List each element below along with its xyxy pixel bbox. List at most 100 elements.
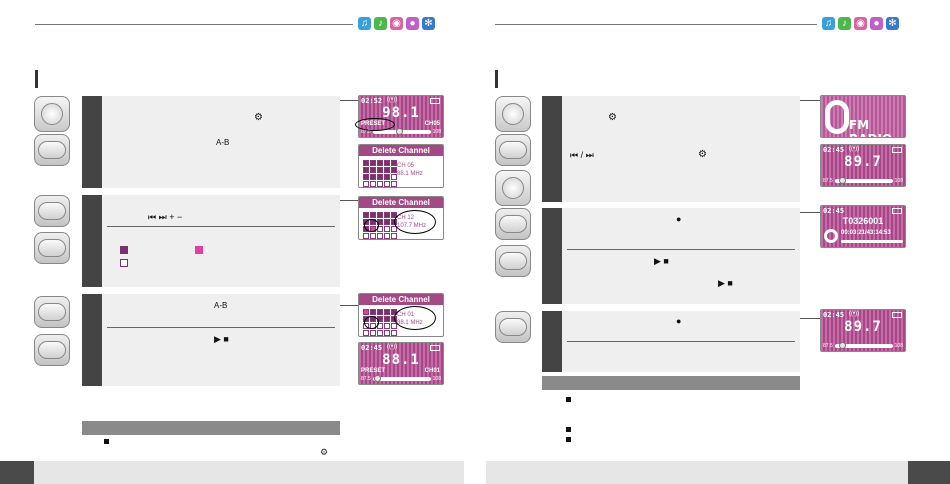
recording-elapsed: 00:03:21/43:14:53	[841, 230, 891, 236]
legend-empty-square	[120, 259, 128, 267]
record-disc-icon: ◉	[390, 17, 403, 30]
signal-icon: ((•))	[387, 344, 398, 350]
settings-icon: ⚙	[254, 112, 263, 123]
dialog-title: Delete Channel	[359, 145, 443, 156]
connector	[800, 100, 820, 101]
footer-right	[486, 461, 908, 484]
channel-grid	[363, 160, 397, 187]
microphone-icon: ●	[406, 17, 419, 30]
section-marker-left	[35, 70, 38, 88]
gear-icon: ✻	[422, 17, 435, 30]
note-bullet	[104, 439, 109, 444]
play-stop-button[interactable]	[34, 334, 70, 366]
highlight-ellipse	[394, 306, 436, 330]
battery-icon	[430, 98, 440, 104]
battery-icon	[892, 208, 902, 214]
navigation-button[interactable]	[34, 195, 70, 227]
gear-icon: ✻	[886, 17, 899, 30]
footer-left	[34, 461, 464, 484]
menu-button-2[interactable]	[495, 170, 531, 206]
ab-button[interactable]	[34, 134, 70, 166]
note-bullet	[566, 397, 571, 402]
navigation-button[interactable]	[495, 134, 531, 166]
step-1-panel-right: ⚙ ⏮ / ⏭ ⚙	[542, 96, 800, 202]
dialog-title: Delete Channel	[359, 197, 443, 208]
header-icons-left: ♫ ♪ ◉ ● ✻	[358, 17, 435, 30]
step-2-button-glyphs: ⏮ ⏭ + −	[148, 212, 183, 222]
recording-filename: T0326001	[842, 216, 884, 226]
record-disc-icon: ◉	[854, 17, 867, 30]
record-disc-icon	[824, 229, 838, 243]
radio-screen-98-1: 02:52 ((•)) 98.1 PRESET CH05 87.5 108	[358, 95, 444, 138]
connector	[800, 212, 820, 213]
volume-button[interactable]	[34, 232, 70, 264]
note-bullet	[566, 437, 571, 442]
signal-icon: ((•))	[849, 146, 860, 152]
screen-frequency: 89.7	[844, 154, 882, 170]
delete-channel-dialog-1: Delete Channel CH 05 88.1 MHz	[358, 144, 444, 188]
record-dot-icon: ●	[676, 316, 682, 326]
recording-progress	[841, 240, 903, 243]
settings-icon: ⚙	[608, 112, 617, 123]
dialog-title: Delete Channel	[359, 294, 443, 305]
connector	[340, 200, 360, 201]
settings-icon: ⚙	[698, 149, 707, 160]
note-header-left	[82, 421, 340, 435]
scale-max: 108	[894, 342, 903, 349]
legend-stored-square	[120, 246, 128, 254]
header-rule-right	[495, 24, 817, 25]
step-3-panel: A-B ▶ ■	[82, 294, 340, 386]
fm-radio-label: FM RADIO	[849, 118, 892, 137]
screen-frequency: 98.1	[382, 105, 420, 121]
connector	[340, 100, 360, 101]
signal-icon: ((•))	[849, 311, 860, 317]
step-2-play-stop-1: ▶ ■	[654, 256, 669, 266]
battery-icon	[892, 312, 902, 318]
screen-channel: CH05	[424, 121, 440, 127]
scale-min: 87.5	[361, 128, 371, 135]
screen-channel: CH01	[424, 368, 440, 374]
screen-preset: PRESET	[361, 368, 386, 374]
step-1-panel: ⚙ A-B	[82, 96, 340, 188]
scale-min: 87.5	[823, 342, 833, 349]
header-icons-right: ♫ ♪ ◉ ● ✻	[822, 17, 899, 30]
screen-frequency: 88.1	[382, 352, 420, 368]
header-rule-left	[35, 24, 353, 25]
record-button-2[interactable]	[495, 311, 531, 343]
menu-button[interactable]	[34, 96, 70, 132]
page-tab-right	[908, 461, 950, 484]
legend-selected-square	[195, 246, 203, 254]
music-note-icon: ♫	[822, 17, 835, 30]
ab-button-2[interactable]	[34, 296, 70, 328]
signal-icon: ((•))	[387, 97, 398, 103]
microphone-icon: ●	[870, 17, 883, 30]
step-2-play-stop-2: ▶ ■	[718, 278, 733, 288]
scale-min: 87.5	[361, 375, 371, 382]
page-tab-left	[0, 461, 34, 484]
recording-screen: 02:45 T0326001 00:03:21/43:14:53	[820, 205, 906, 248]
screen-frequency: 89.7	[844, 319, 882, 335]
highlight-ellipse	[394, 210, 436, 234]
step-3-play-stop: ▶ ■	[214, 334, 229, 344]
play-stop-button[interactable]	[495, 245, 531, 277]
step-2-panel-right: ● ▶ ■ ▶ ■	[542, 208, 800, 304]
step-3-panel-right: ●	[542, 311, 800, 372]
fm-radio-logo-screen: FM RADIO	[820, 95, 906, 138]
section-marker-right	[495, 70, 498, 88]
radio-icon: ♪	[374, 17, 387, 30]
battery-icon	[430, 345, 440, 351]
step-1-button-glyphs: ⏮ / ⏭	[570, 150, 594, 160]
menu-button[interactable]	[495, 96, 531, 132]
scale-min: 87.5	[823, 177, 833, 184]
step-2-panel: ⏮ ⏭ + −	[82, 195, 340, 287]
settings-icon: ⚙	[320, 447, 329, 457]
note-bullet	[566, 427, 571, 432]
scale-max: 108	[432, 375, 441, 382]
scale-max: 108	[432, 128, 441, 135]
dialog-frequency: 88.1 MHz	[397, 171, 423, 177]
screen-time: 02:45	[823, 311, 845, 319]
step-3-ab-label: A-B	[214, 301, 228, 310]
step-1-ab-label: A-B	[216, 138, 230, 147]
highlight-circle	[364, 219, 379, 232]
record-button[interactable]	[495, 208, 531, 240]
